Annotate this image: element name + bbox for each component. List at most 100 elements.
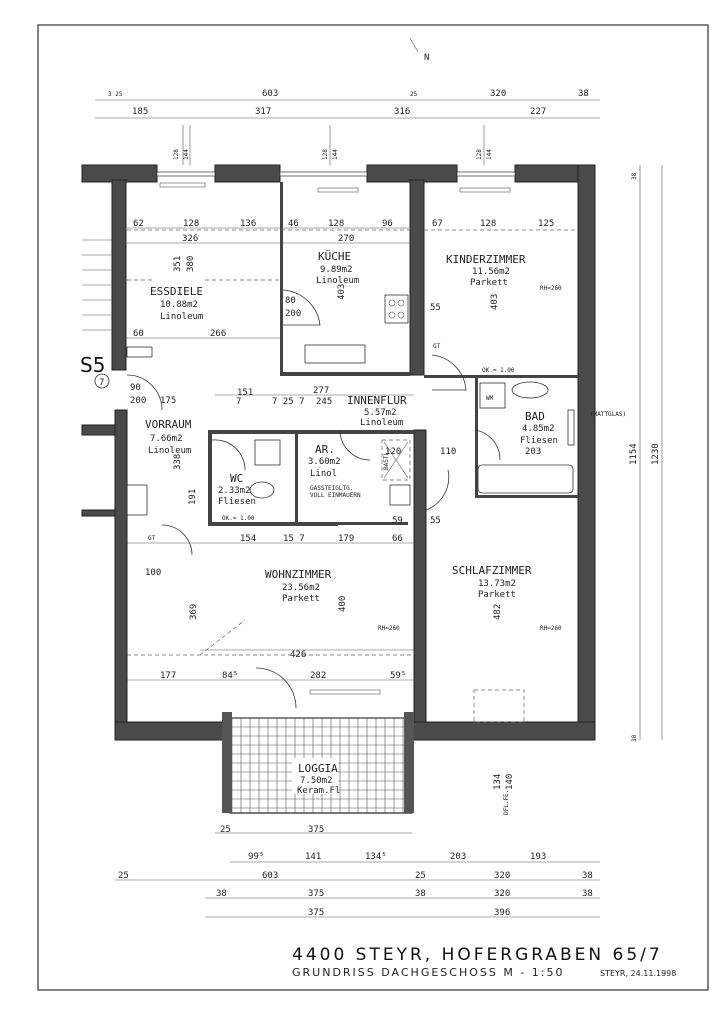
dim-label: 316 [394, 107, 410, 117]
room-name: AR. [315, 443, 335, 456]
dim-label: 326 [182, 234, 198, 244]
dim-label: 46 [288, 219, 299, 229]
room-name: INNENFLUR [347, 394, 407, 407]
dim-label: 25 [220, 825, 231, 835]
dim-label: 38 [631, 734, 638, 742]
room-area: 11.56m2 [472, 267, 510, 277]
dim-label: 403 [337, 284, 347, 300]
gt-note: GT [148, 535, 156, 542]
radiator-icon [126, 346, 153, 358]
room-area: 7.66m2 [150, 434, 183, 444]
room-area: 23.56m2 [282, 583, 320, 593]
dim-label: 99⁵ [248, 852, 264, 862]
sink-icon [304, 344, 366, 364]
room-floor: Fliesen [520, 436, 558, 446]
dim-label: 179 [338, 534, 354, 544]
room-floor: Keram.Fl [297, 786, 340, 796]
room-name: WC [230, 472, 243, 485]
chimney-icon [126, 484, 148, 516]
dim-label: 403 [490, 294, 500, 310]
fixtures [126, 294, 575, 516]
mattglas-note: (MATTGLAS) [590, 411, 626, 418]
dim-label: 603 [262, 89, 278, 99]
room-name: LOGGIA [298, 762, 338, 775]
room-name: KÜCHE [318, 250, 351, 263]
room-height: RH=260 [540, 285, 562, 292]
dim-label: 90 [130, 383, 141, 393]
doors [126, 289, 501, 709]
room-area: 7.50m2 [300, 776, 333, 786]
washbasin-icon [511, 381, 549, 399]
room-name: VORRAUM [145, 418, 192, 431]
room-wc: WC 2.33m2 Fliesen OK.= 1.00 [218, 472, 256, 522]
walls [81, 164, 596, 741]
room-floor: Linoleum [316, 276, 359, 286]
dim-label: 317 [255, 107, 271, 117]
dim-label: 426 [290, 650, 306, 660]
room-name: SCHLAFZIMMER [452, 564, 532, 577]
dim-label: 125 [538, 219, 554, 229]
interior-walls [208, 182, 578, 526]
room-innenflur: INNENFLUR 5.57m2 Linoleum [347, 394, 407, 428]
room-floor: Linoleum [360, 418, 403, 428]
dim-label: 320 [494, 871, 510, 881]
room-floor: Parkett [478, 590, 516, 600]
dim-label: 60 [133, 329, 144, 339]
zones [127, 229, 578, 656]
dim-label: 191 [188, 489, 198, 505]
dim-label: 120 [385, 447, 401, 457]
windows [156, 171, 525, 723]
room-floor: Parkett [470, 278, 508, 288]
room-schlafzimmer: SCHLAFZIMMER 13.73m2 Parkett RH=260 OK.=… [433, 343, 562, 815]
room-floor: Linoleum [160, 312, 203, 322]
gas-note: GASSTEIGLTG. [310, 485, 353, 492]
interior-dimensions: 62 128 136 46 128 96 67 128 125 326 270 … [127, 219, 554, 790]
roof-window-note: DFL.FE. [503, 790, 510, 815]
room-height: RH=260 [540, 625, 562, 632]
room-area: 9.89m2 [320, 265, 353, 275]
drawing-date: STEYR, 24.11.1998 [600, 969, 676, 978]
room-height: RH=260 [378, 625, 400, 632]
dim-label: 25 [415, 871, 426, 881]
dim-label: 128 [183, 219, 199, 229]
dim-label: 282 [310, 671, 326, 681]
room-floor: Parkett [282, 594, 320, 604]
dim-label: 128 [328, 219, 344, 229]
dim-label: 1230 [651, 443, 661, 465]
drawing-title: 4400 STEYR, HOFERGRABEN 65/7 [292, 945, 663, 965]
dim-label: 369 [189, 604, 199, 620]
dim-label: 38 [216, 889, 227, 899]
dim-label: 603 [262, 871, 278, 881]
room-floor: Linoleum [148, 446, 191, 456]
room-floor: Fliesen [218, 497, 256, 507]
washbasin-icon [254, 439, 281, 466]
room-area: 2.33m2 [218, 486, 251, 496]
dim-label: 62 [133, 219, 144, 229]
dim-label: 25 [118, 871, 129, 881]
room-ar: AR. 3.60m2 Linol GASSTEIGLTG. VOLL EINMA… [308, 443, 390, 499]
drawing-subtitle: GRUNDRISS DACHGESCHOSS M - 1:50 [292, 966, 565, 979]
stair-label: S5 [80, 353, 105, 377]
dim-label: 482 [493, 604, 503, 620]
dim-label: 375 [308, 889, 324, 899]
dim-label: 7 [236, 397, 241, 407]
dim-label: 200 [130, 396, 146, 406]
dim-label: 128 [476, 149, 483, 160]
washing-machine-icon [479, 382, 506, 409]
dim-label: 380 [186, 256, 196, 272]
bathtub-icon [477, 464, 574, 494]
dim-label: 320 [494, 889, 510, 899]
dim-label: 200 [285, 309, 301, 319]
dim-label: 175 [160, 396, 176, 406]
dim-label: 38 [631, 172, 638, 180]
drawing-frame [37, 24, 709, 991]
dim-label: 59 [392, 516, 403, 526]
dim-label: 134 [493, 774, 503, 790]
right-dimensions: 38 1154 1230 38 [629, 165, 663, 742]
staircase: S5 7 [80, 239, 112, 389]
chimney-icon [389, 484, 411, 506]
dim-label: 128 [480, 219, 496, 229]
dim-label: 84⁵ [222, 671, 238, 681]
dim-label: 38 [578, 89, 589, 99]
dim-label: 375 [308, 825, 324, 835]
